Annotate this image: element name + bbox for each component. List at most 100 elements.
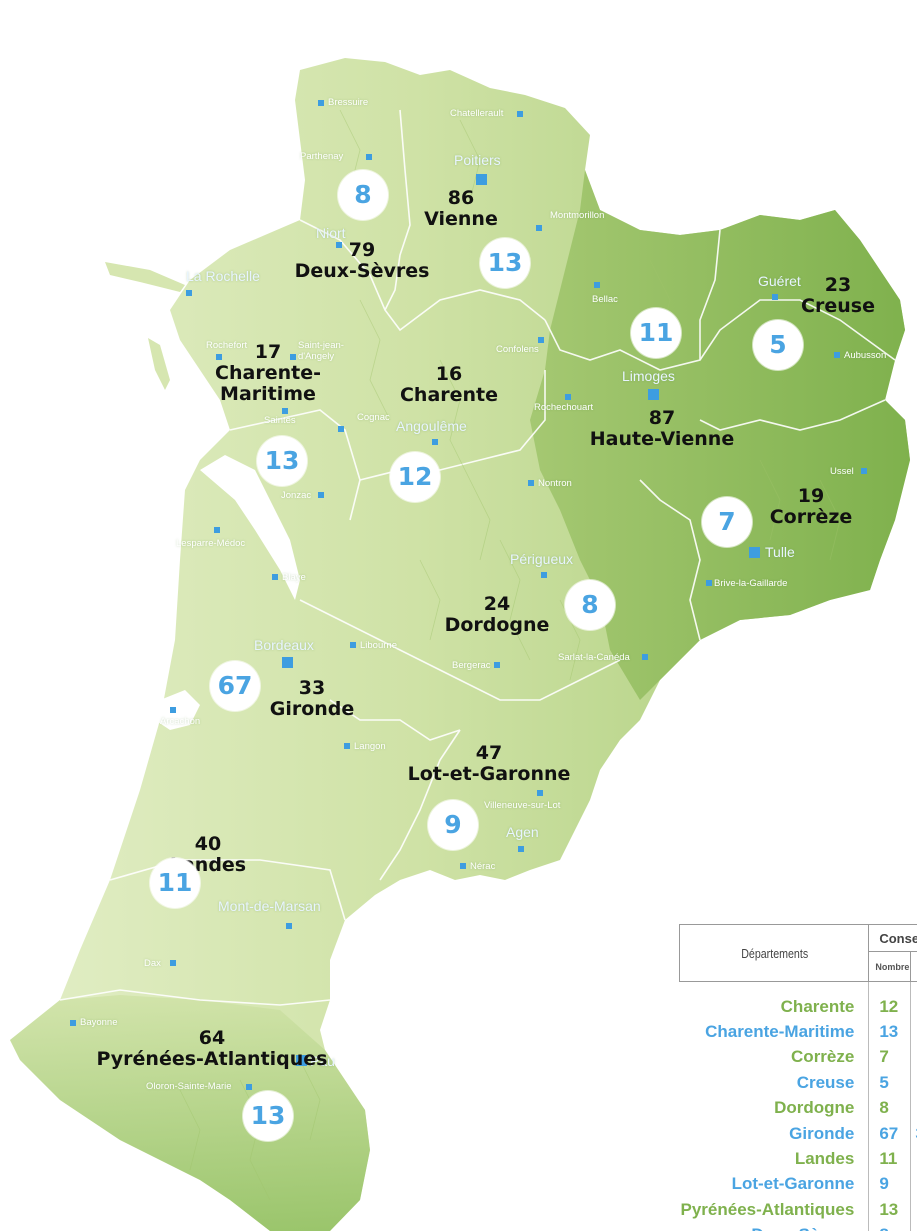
- departments-table: Départements Consei Nombre P Charente12C…: [679, 924, 917, 1231]
- dept-label-charente: 16 Charente: [399, 363, 499, 406]
- header-departements: Départements: [696, 924, 853, 982]
- row-department-name: Dordogne: [679, 1095, 870, 1121]
- row-nombre: 12: [868, 994, 912, 1020]
- count-circle-charente: 12: [390, 452, 440, 502]
- city-marker: [861, 468, 867, 474]
- dept-label-vienne: 86 Vienne: [424, 187, 498, 230]
- city-marker: [834, 352, 840, 358]
- city-name: Blaye: [282, 572, 306, 583]
- row-p: [911, 1070, 917, 1095]
- city-marker: [366, 154, 372, 160]
- city-marker: [216, 354, 222, 360]
- city-marker: [350, 642, 356, 648]
- row-department-name: Pyrénées-Atlantiques: [679, 1197, 870, 1223]
- row-p: [911, 1045, 917, 1070]
- city-marker: [772, 294, 778, 300]
- dept-label-pyrenees-atlantiques: 64 Pyrénées-Atlantiques: [96, 1027, 328, 1070]
- dept-label-deux-sevres: 79 Deux-Sèvres: [294, 239, 430, 282]
- row-p: 3: [911, 1121, 917, 1146]
- row-p: [911, 994, 917, 1019]
- city-name: Chatellerault: [450, 108, 504, 119]
- city-marker-prefecture: [476, 174, 487, 185]
- row-p: [911, 1197, 917, 1222]
- city-name: Lesparre-Médoc: [176, 538, 246, 549]
- row-p: [911, 1019, 917, 1044]
- city-name: Oloron-Sainte-Marie: [146, 1081, 232, 1092]
- city-marker: [336, 242, 342, 248]
- dept-label-haute-vienne: 87 Haute-Vienne: [589, 407, 735, 450]
- city-name: Bergerac: [452, 660, 491, 671]
- city-name: Saint-jean- d'Angely: [298, 340, 344, 362]
- row-p: [911, 1172, 917, 1197]
- limousin-area: [530, 170, 910, 700]
- count-circle-correze: 7: [702, 497, 752, 547]
- row-nombre: 67: [868, 1120, 912, 1147]
- city-name: Ussel: [830, 466, 854, 477]
- dept-label-lot-et-garonne: 47 Lot-et-Garonne: [407, 742, 571, 785]
- count-circle-vienne: 13: [480, 238, 530, 288]
- count-circle-creuse: 5: [753, 320, 803, 370]
- row-department-name: Lot-et-Garonne: [679, 1171, 870, 1198]
- city-marker: [538, 337, 544, 343]
- row-nombre: 13: [868, 1197, 912, 1223]
- row-department-name: Deux-Sèvres: [679, 1222, 870, 1231]
- city-marker: [186, 290, 192, 296]
- row-department-name: Corrèze: [679, 1044, 870, 1071]
- city-name: Saintes: [264, 415, 296, 426]
- city-name: Confolens: [496, 344, 539, 355]
- pyrenees-area: [10, 995, 370, 1231]
- city-name: La Rochelle: [186, 268, 260, 284]
- count-circle-deux-sevres: 8: [338, 170, 388, 220]
- city-marker: [460, 863, 466, 869]
- city-marker: [70, 1020, 76, 1026]
- city-marker: [318, 492, 324, 498]
- row-nombre: 7: [868, 1044, 912, 1071]
- dept-label-correze: 19 Corrèze: [769, 485, 853, 528]
- city-marker: [517, 111, 523, 117]
- city-name: Bayonne: [80, 1017, 118, 1028]
- dept-label-gironde: 33 Gironde: [269, 677, 355, 720]
- city-marker: [594, 282, 600, 288]
- city-marker: [170, 960, 176, 966]
- count-circle-pyrenees-atlantiques: 13: [243, 1091, 293, 1141]
- city-marker-prefecture: [296, 1055, 307, 1066]
- city-name: Montmorillon: [550, 210, 605, 221]
- city-marker: [494, 662, 500, 668]
- city-marker: [432, 439, 438, 445]
- city-name: Guéret: [758, 273, 801, 289]
- city-name: Cognac: [357, 412, 390, 423]
- city-name: Limoges: [622, 368, 675, 384]
- count-circle-gironde: 67: [210, 661, 260, 711]
- city-name: Nontron: [538, 478, 572, 489]
- city-marker: [518, 846, 524, 852]
- city-name: Pau: [310, 1053, 335, 1069]
- city-name: Rochefort: [206, 340, 248, 351]
- ile-d-oleron: [148, 338, 170, 390]
- city-marker: [170, 707, 176, 713]
- city-name: Angoulême: [396, 418, 467, 434]
- ile-de-re: [105, 262, 185, 292]
- city-marker: [214, 527, 220, 533]
- dept-label-creuse: 23 Creuse: [801, 274, 875, 317]
- dept-label-charente-maritime: 17 Charente- Maritime: [215, 341, 321, 405]
- city-marker: [706, 580, 712, 586]
- row-department-name: Charente: [679, 994, 870, 1020]
- dept-label-dordogne: 24 Dordogne: [444, 593, 550, 636]
- row-department-name: Charente-Maritime: [679, 1019, 870, 1045]
- header-nombre: Nombre: [868, 951, 912, 982]
- city-name: Bellac: [592, 294, 618, 305]
- row-nombre: 9: [868, 1171, 912, 1198]
- city-name: Bordeaux: [254, 637, 314, 653]
- city-marker: [272, 574, 278, 580]
- city-marker: [286, 923, 292, 929]
- city-name: Mont-de-Marsan: [218, 898, 321, 914]
- city-marker: [318, 100, 324, 106]
